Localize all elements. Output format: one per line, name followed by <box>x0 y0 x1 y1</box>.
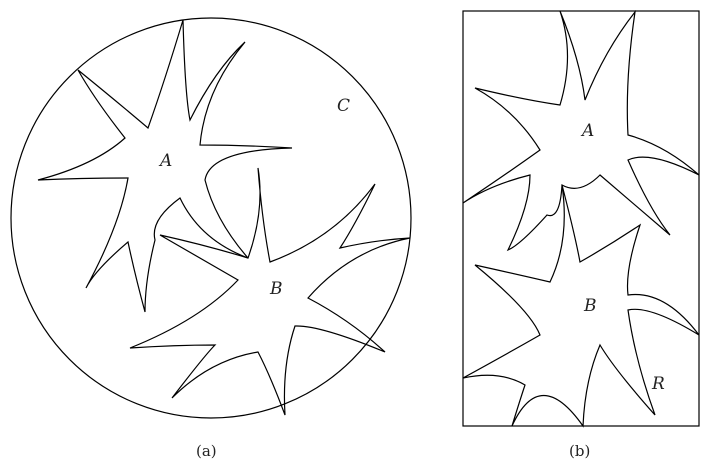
label-a-panel-a: A <box>158 151 172 171</box>
panel-b: A B R (b) <box>462 9 700 460</box>
container-circle-c <box>10 17 412 419</box>
star-a-panel-a <box>37 19 293 313</box>
label-a-panel-b: A <box>580 121 594 141</box>
star-a-panel-b <box>462 9 700 252</box>
panel-a: A B C (a) <box>10 17 412 460</box>
star-b-panel-b <box>462 184 700 428</box>
container-rectangle-r <box>462 10 700 427</box>
label-c-panel-a: C <box>337 96 350 116</box>
label-b-panel-a: B <box>269 279 283 299</box>
label-b-panel-b: B <box>583 296 597 316</box>
caption-b: (b) <box>569 442 590 460</box>
star-b-panel-a <box>129 167 411 416</box>
label-r-panel-b: R <box>651 374 665 394</box>
caption-a: (a) <box>196 442 217 460</box>
